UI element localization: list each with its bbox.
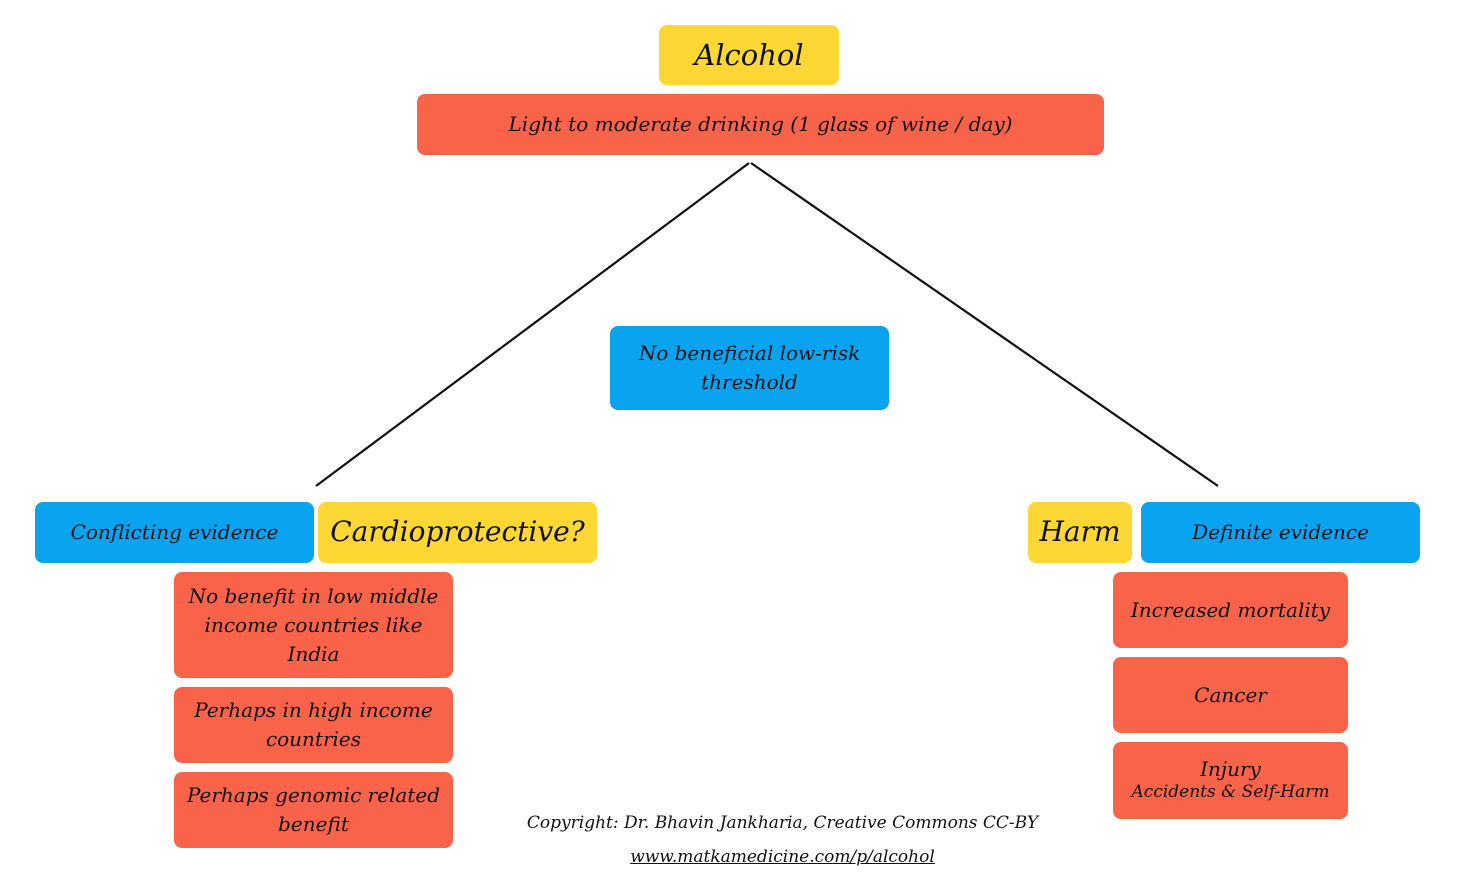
item-line: benefit [278, 812, 349, 836]
left-item-genomic: Perhaps genomic related benefit [174, 772, 453, 848]
cardioprotective-heading: Cardioprotective? [318, 502, 597, 563]
left-item-no-benefit: No benefit in low middle income countrie… [174, 572, 453, 678]
root-title: Alcohol [659, 25, 839, 85]
center-note-line: No beneficial low-risk [638, 341, 861, 365]
item-line: Perhaps in high income [194, 698, 433, 722]
harm-heading: Harm [1028, 502, 1132, 563]
source-link[interactable]: www.matkamedicine.com/p/alcohol [630, 847, 935, 867]
item-subtitle: Accidents & Self-Harm [1131, 782, 1330, 803]
item-title: Increased mortality [1130, 597, 1331, 622]
center-note-line: threshold [701, 370, 798, 394]
conflicting-evidence-label: Conflicting evidence [35, 502, 314, 563]
connector-right [750, 162, 1219, 487]
copyright-text: Copyright: Dr. Bhavin Jankharia, Creativ… [526, 813, 1039, 833]
item-title: Cancer [1194, 682, 1267, 707]
item-line: countries [265, 727, 362, 751]
left-item-high-income: Perhaps in high income countries [174, 687, 453, 763]
connector-left [315, 162, 750, 487]
item-line: income countries like [204, 612, 423, 637]
item-line: Perhaps genomic related [186, 783, 441, 807]
center-note: No beneficial low-risk threshold [610, 326, 889, 410]
root-subtitle: Light to moderate drinking (1 glass of w… [417, 94, 1104, 155]
definite-evidence-label: Definite evidence [1141, 502, 1420, 563]
right-item-mortality: Increased mortality [1113, 572, 1348, 648]
item-line: No benefit in low middle [188, 583, 439, 608]
item-line: India [287, 641, 340, 666]
right-item-cancer: Cancer [1113, 657, 1348, 733]
item-title: Injury [1200, 757, 1261, 782]
right-item-injury: Injury Accidents & Self-Harm [1113, 742, 1348, 819]
